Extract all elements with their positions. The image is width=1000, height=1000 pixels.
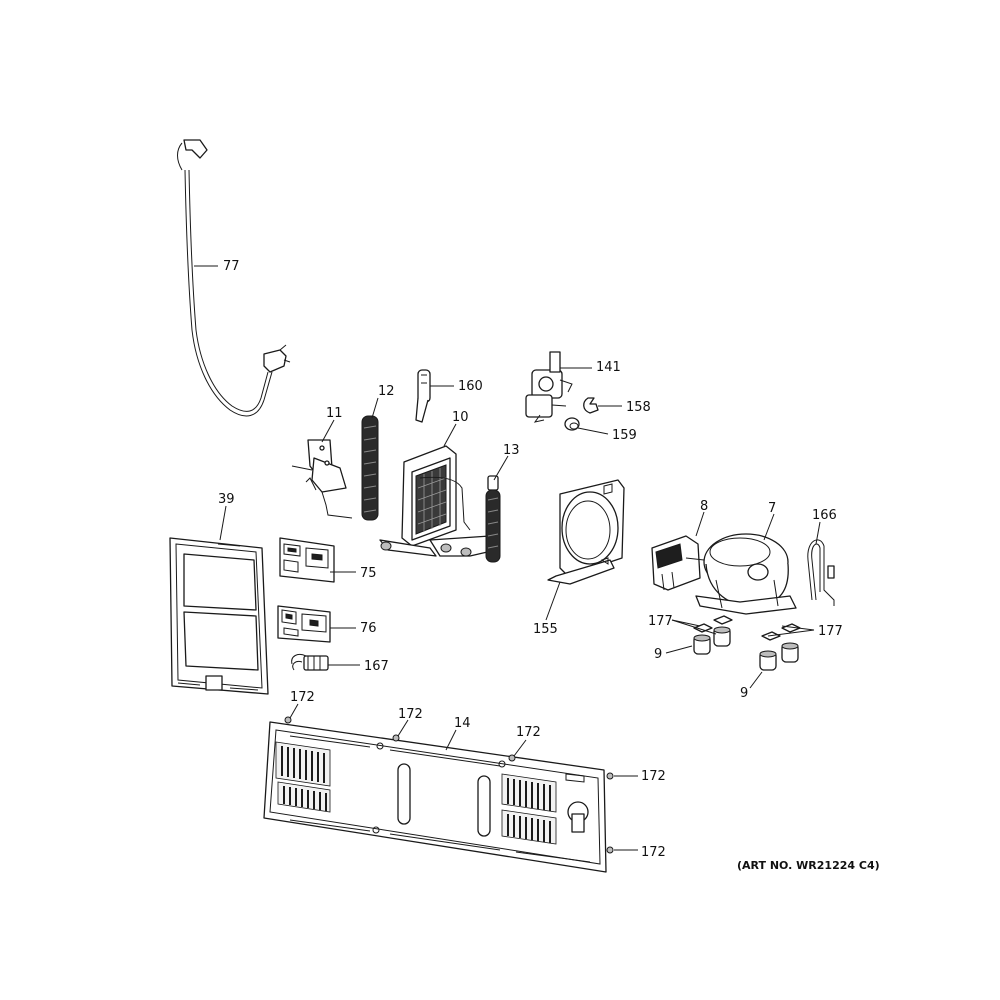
- part-158-clip: [583, 397, 599, 414]
- part-8-relay: [651, 535, 705, 591]
- callout-167: 167: [364, 659, 389, 674]
- callout-14: 14: [454, 716, 471, 731]
- callout-77: 77: [223, 259, 240, 274]
- callout-141: 141: [596, 360, 621, 375]
- part-14-rear-panel: [263, 721, 607, 873]
- callout-76: 76: [360, 621, 377, 636]
- part-10-heat-exchanger: [379, 445, 497, 557]
- callout-8: 8: [700, 499, 708, 514]
- callout-159: 159: [612, 428, 637, 443]
- part-166-tube: [807, 539, 835, 606]
- callout-12: 12: [378, 384, 395, 399]
- part-141-water-valve: [525, 351, 573, 423]
- callout-172-e: 172: [641, 845, 666, 860]
- part-76-control-board: [277, 605, 331, 643]
- callout-155: 155: [533, 622, 558, 637]
- part-160-fitting: [415, 369, 431, 423]
- art-number: (ART NO. WR21224 C4): [737, 859, 880, 872]
- callout-172-c: 172: [516, 725, 541, 740]
- callout-10: 10: [452, 410, 469, 425]
- part-159-grommet: [564, 417, 580, 431]
- callout-39: 39: [218, 492, 235, 507]
- callout-13: 13: [503, 443, 520, 458]
- callout-177-right: 177: [818, 624, 843, 639]
- callout-75: 75: [360, 566, 377, 581]
- callout-labels: 77 12 160 141 158 159 11 10 13 39 75 76 …: [218, 259, 843, 860]
- leader-lines: [194, 265, 821, 851]
- callout-172-d: 172: [641, 769, 666, 784]
- callout-166: 166: [812, 508, 837, 523]
- part-167-connector: [291, 653, 329, 671]
- part-7-compressor: [695, 533, 797, 615]
- part-172-screws: [284, 716, 614, 854]
- callout-9-right: 9: [740, 686, 748, 701]
- part-13-insulation-tube: [485, 475, 501, 563]
- part-12-insulation-tube: [361, 415, 379, 521]
- callout-7: 7: [768, 501, 776, 516]
- part-77-wire-harness: [177, 139, 291, 417]
- part-11-bracket: [291, 439, 353, 519]
- callout-172-b: 172: [398, 707, 423, 722]
- callout-160: 160: [458, 379, 483, 394]
- part-75-control-board: [279, 537, 335, 583]
- callout-9-left: 9: [654, 647, 662, 662]
- callout-177-left: 177: [648, 614, 673, 629]
- callout-158: 158: [626, 400, 651, 415]
- callout-172-a: 172: [290, 690, 315, 705]
- part-177-9-mounting-hardware: [693, 615, 801, 671]
- part-155-fan-shroud: [547, 479, 625, 585]
- part-39-frame: [169, 537, 269, 695]
- callout-11: 11: [326, 406, 343, 421]
